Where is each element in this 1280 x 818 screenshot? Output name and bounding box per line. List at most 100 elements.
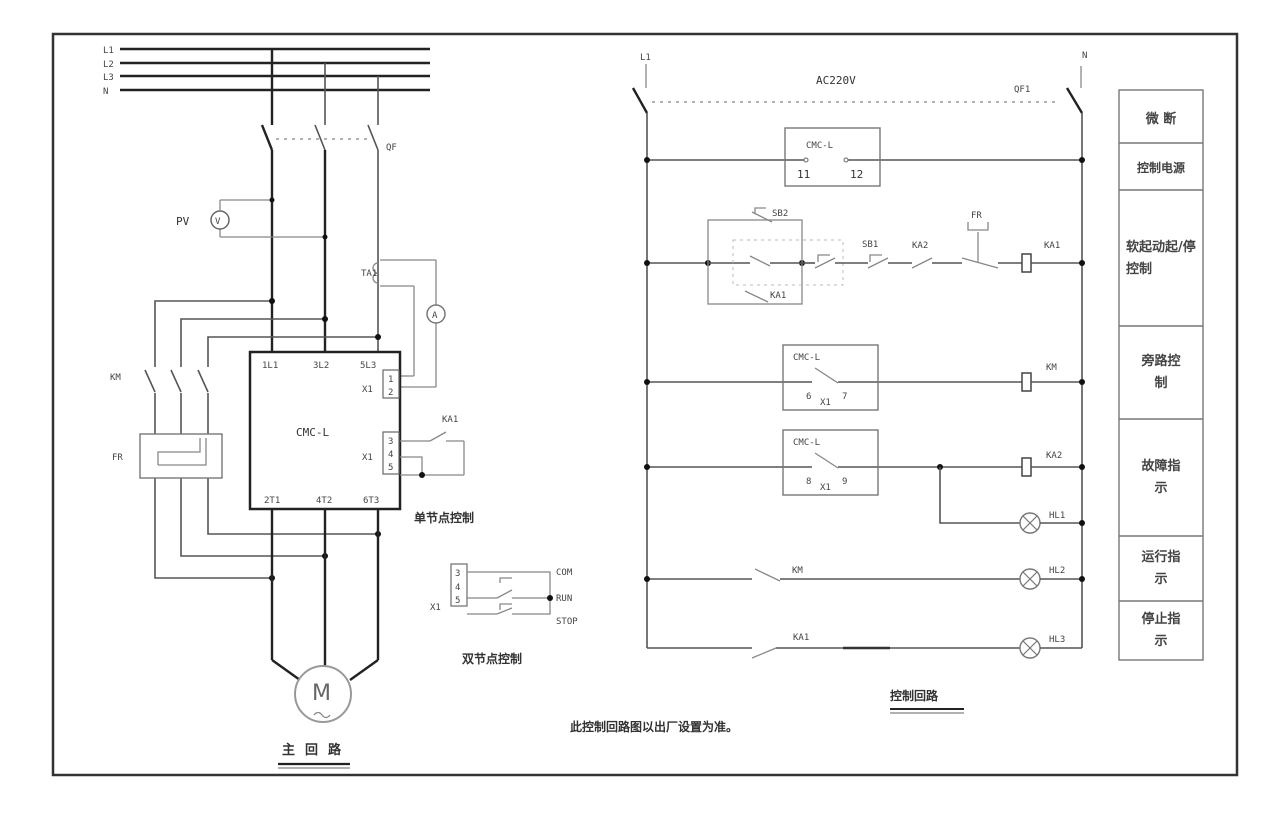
breaker-qf: QF	[260, 124, 397, 153]
ct-label: TA1	[361, 269, 377, 279]
thermal-relay-fr: FR	[112, 433, 223, 479]
fault-x1: X1	[820, 483, 831, 493]
terminal-3l2: 3L2	[313, 361, 329, 371]
coil-ka2	[1021, 457, 1032, 477]
row-control-power: CMC-L 11 12	[644, 127, 1085, 187]
voltmeter-label: PV	[176, 215, 190, 228]
bus-bars: L1 L2 L3 N	[103, 46, 430, 97]
ka1-contact-label: KA1	[793, 633, 809, 643]
ka2-nc-label: KA2	[912, 241, 928, 251]
x1-pin-3: 3	[388, 437, 393, 447]
legend-cell-soft-start: 软起动起/停控制	[1126, 239, 1196, 277]
coil-km	[1021, 372, 1032, 392]
pin-7: 7	[842, 392, 847, 402]
supply-right-label: N	[1082, 51, 1087, 61]
ka1-coil-label: KA1	[1044, 241, 1060, 251]
x1-pin-2: 2	[388, 388, 393, 398]
row-fault: CMC-L 8 X1 9 KA2	[644, 429, 1085, 496]
legend-cell-stop: 停止指示	[1141, 612, 1181, 649]
motor: M	[294, 665, 352, 723]
voltmeter-symbol: V	[215, 217, 221, 227]
breaker-qf1-label: QF1	[1014, 85, 1030, 95]
bus-label-n: N	[103, 87, 108, 97]
ammeter-symbol: A	[432, 311, 438, 321]
km-coil-label: KM	[1046, 363, 1057, 373]
row-hl1: HL1	[939, 467, 1085, 534]
single-contact-ka1: KA1 单节点控制	[400, 415, 474, 525]
x1-pin-5: 5	[388, 463, 393, 473]
current-transformer-ta1: TA1 A	[361, 259, 446, 388]
terminal-4t2: 4T2	[316, 496, 332, 506]
x1-pin-4: 4	[388, 450, 393, 460]
ammeter-icon	[426, 304, 446, 324]
bypass-x1: X1	[820, 398, 831, 408]
coil-ka1	[1021, 253, 1032, 273]
legend-cell-bypass: 旁路控制	[1141, 354, 1181, 391]
ka1-hold-label: KA1	[770, 291, 786, 301]
breaker-qf-label: QF	[386, 143, 397, 153]
dc-pin-3: 3	[455, 569, 460, 579]
legend-cell-run: 运行指示	[1141, 550, 1181, 587]
pin-6: 6	[806, 392, 811, 402]
hl2-label: HL2	[1049, 566, 1065, 576]
pin-12: 12	[850, 168, 863, 181]
pin-9: 9	[842, 477, 847, 487]
pin-11: 11	[797, 168, 810, 181]
motor-symbol: M	[312, 681, 331, 706]
main-circuit: L1 L2 L3 N QF V PV	[103, 46, 578, 769]
signal-stop: STOP	[556, 617, 578, 627]
bus-label-l2: L2	[103, 60, 114, 70]
terminal-1l1: 1L1	[262, 361, 278, 371]
km-contact-label: KM	[792, 566, 803, 576]
row-start-stop: SB2 KA1 SB1 KA2 FR	[644, 207, 1085, 305]
bus-label-l1: L1	[103, 46, 114, 56]
double-contact-caption: 双节点控制	[462, 651, 522, 666]
control-circuit: L1 N AC220V QF1 CMC-L 11 12	[570, 51, 1087, 734]
motor-icon	[294, 665, 352, 723]
control-circuit-title: 控制回路	[890, 688, 939, 703]
voltmeter-icon	[210, 210, 230, 230]
fault-device-label: CMC-L	[793, 438, 820, 448]
row-bypass: CMC-L 6 X1 7 KM	[644, 344, 1085, 411]
pin-8: 8	[806, 477, 811, 487]
dc-pin-4: 4	[455, 583, 460, 593]
terminal-6t3: 6T3	[363, 496, 379, 506]
row-hl2: KM HL2	[644, 566, 1085, 590]
drawing-frame	[51, 32, 1239, 777]
dc-x1-label: X1	[430, 603, 441, 613]
x1-pin-1: 1	[388, 375, 393, 385]
cmc-l-device-label: CMC-L	[806, 141, 833, 151]
signal-run: RUN	[556, 594, 572, 604]
ka2-coil-label: KA2	[1046, 451, 1062, 461]
hl3-label: HL3	[1049, 635, 1065, 645]
legend-cell-control-power: 控制电源	[1136, 160, 1185, 175]
x1-top-label: X1	[362, 385, 373, 395]
single-contact-caption: 单节点控制	[414, 510, 474, 525]
soft-starter-name: CMC-L	[296, 426, 329, 439]
function-legend-table	[1118, 89, 1204, 661]
main-circuit-title: 主回路	[282, 742, 351, 758]
row-hl3: KA1 HL3	[647, 633, 1082, 659]
signal-com: COM	[556, 568, 573, 578]
sb1-label: SB1	[862, 240, 878, 250]
footnote: 此控制回路图以出厂设置为准。	[570, 719, 738, 734]
double-contact-control: 3 4 5 X1 COM RUN STOP 双节点控制	[430, 563, 578, 666]
x1-mid-label: X1	[362, 453, 373, 463]
contactor-km-label: KM	[110, 373, 121, 383]
terminal-5l3: 5L3	[360, 361, 376, 371]
bus-label-l3: L3	[103, 73, 114, 83]
fr-label: FR	[971, 211, 982, 221]
thermal-relay-label: FR	[112, 453, 123, 463]
supply-voltage: AC220V	[816, 74, 856, 87]
legend-cell-fault: 故障指示	[1141, 459, 1181, 496]
bypass-device-label: CMC-L	[793, 353, 820, 363]
terminal-2t1: 2T1	[264, 496, 280, 506]
supply-left-label: L1	[640, 53, 651, 63]
contactor-km: KM	[110, 367, 217, 393]
ka1-label: KA1	[442, 415, 458, 425]
dc-pin-5: 5	[455, 596, 460, 606]
voltmeter-pv: V PV	[176, 197, 328, 240]
soft-starter-cmc-l: 1L1 3L2 5L3 CMC-L 2T1 4T2 6T3 1 2 X1 3 4…	[248, 350, 402, 511]
sb2-label: SB2	[772, 209, 788, 219]
